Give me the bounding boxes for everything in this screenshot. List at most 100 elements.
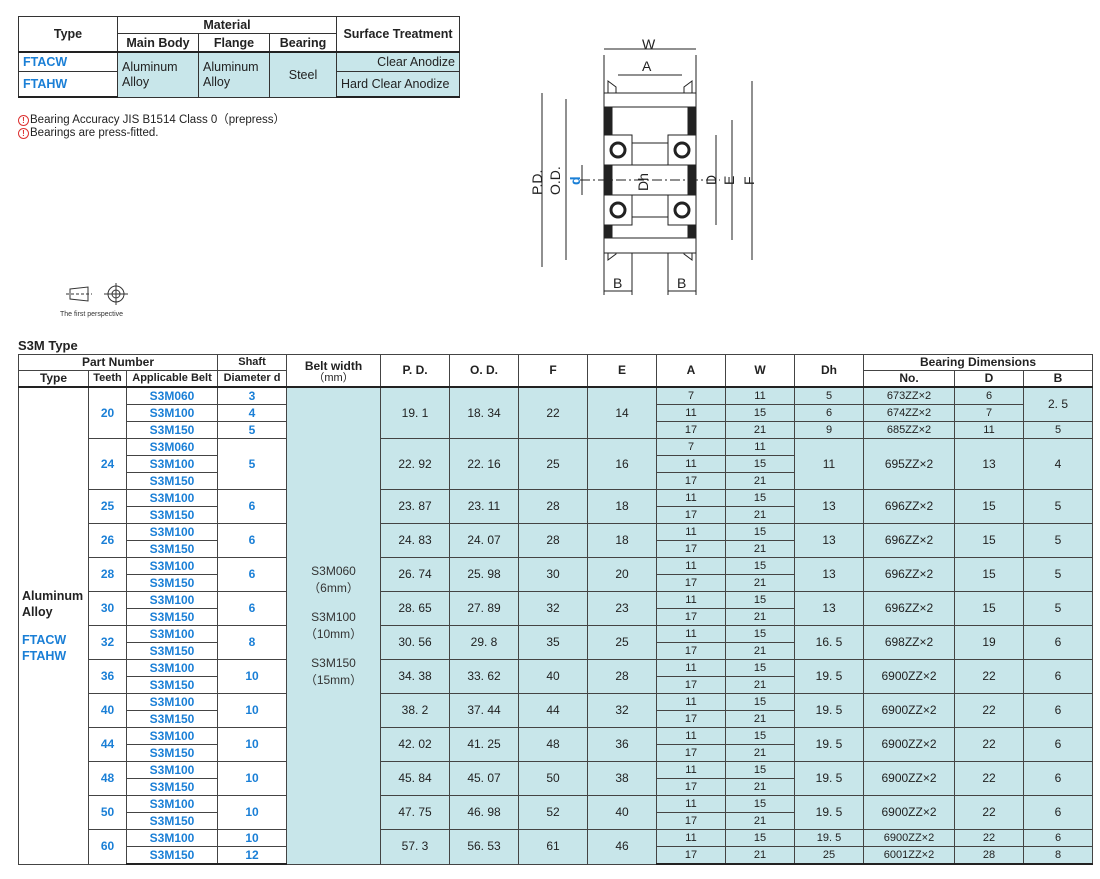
f-cell: 30 [518, 557, 588, 592]
f-cell: 44 [518, 693, 588, 728]
f-cell: 22 [518, 386, 588, 439]
bearing-b-cell: 5 [1023, 489, 1093, 524]
a-cell: 7 [656, 386, 726, 405]
f-cell: 25 [518, 438, 588, 490]
w-cell: 15 [725, 455, 795, 473]
note-bearing-accuracy: !Bearing Accuracy JIS B1514 Class 0（prep… [18, 114, 285, 127]
label-a: A [642, 58, 652, 74]
e-cell: 36 [587, 727, 657, 762]
w-cell: 15 [725, 761, 795, 779]
teeth-cell: 44 [88, 727, 127, 762]
w-cell: 21 [725, 676, 795, 694]
a-cell: 11 [656, 557, 726, 575]
shaft-diameter-cell: 10 [217, 693, 287, 728]
od-cell: 25. 98 [449, 557, 519, 592]
applicable-belt-cell: S3M100 [126, 455, 218, 473]
f-cell: 28 [518, 489, 588, 524]
s3m-spec-table: Part Number Shaft Belt width（mm） P. D. O… [18, 354, 1093, 865]
od-cell: 45. 07 [449, 761, 519, 796]
dh-cell: 13 [794, 591, 864, 626]
warning-icon: ! [18, 128, 29, 139]
w-cell: 21 [725, 812, 795, 830]
od-cell: 41. 25 [449, 727, 519, 762]
applicable-belt-cell: S3M150 [126, 812, 218, 830]
teeth-cell: 36 [88, 659, 127, 694]
pd-cell: 22. 92 [380, 438, 450, 490]
f-cell: 52 [518, 795, 588, 830]
dh-cell: 19. 5 [794, 761, 864, 796]
a-cell: 11 [656, 727, 726, 745]
header-teeth: Teeth [88, 370, 127, 388]
a-cell: 17 [656, 778, 726, 796]
bearing-no-cell: 6900ZZ×2 [863, 761, 955, 796]
dh-cell: 9 [794, 421, 864, 439]
bearing-d-cell: 22 [954, 693, 1024, 728]
shaft-diameter-cell: 4 [217, 404, 287, 422]
bearing-b-cell: 5 [1023, 523, 1093, 558]
first-perspective-icon [66, 283, 128, 305]
f-cell: 35 [518, 625, 588, 660]
bearing-no-cell: 696ZZ×2 [863, 523, 955, 558]
bearing-d-cell: 22 [954, 727, 1024, 762]
w-cell: 15 [725, 404, 795, 422]
f-cell: 48 [518, 727, 588, 762]
w-cell: 15 [725, 693, 795, 711]
bearing-b-cell: 6 [1023, 693, 1093, 728]
f-cell: 28 [518, 523, 588, 558]
bearing-b-cell: 6 [1023, 659, 1093, 694]
shaft-diameter-cell: 10 [217, 795, 287, 830]
label-dh: Dh [635, 173, 651, 191]
header-belt-width: Belt width（mm） [286, 354, 381, 388]
applicable-belt-cell: S3M100 [126, 761, 218, 779]
a-cell: 17 [656, 812, 726, 830]
w-cell: 15 [725, 557, 795, 575]
dh-cell: 13 [794, 523, 864, 558]
applicable-belt-cell: S3M150 [126, 540, 218, 558]
applicable-belt-cell: S3M150 [126, 642, 218, 660]
header-flange: Flange [198, 33, 270, 53]
teeth-cell: 48 [88, 761, 127, 796]
bearing-no-cell: 685ZZ×2 [863, 421, 955, 439]
a-cell: 17 [656, 710, 726, 728]
w-cell: 15 [725, 795, 795, 813]
od-cell: 29. 8 [449, 625, 519, 660]
bearing-b-cell: 5 [1023, 591, 1093, 626]
applicable-belt-cell: S3M100 [126, 625, 218, 643]
a-cell: 11 [656, 625, 726, 643]
header-part-number: Part Number [18, 354, 218, 371]
header-pd: P. D. [380, 354, 450, 388]
bearing-no-cell: 6900ZZ×2 [863, 693, 955, 728]
e-cell: 40 [587, 795, 657, 830]
dh-cell: 5 [794, 386, 864, 405]
e-cell: 28 [587, 659, 657, 694]
a-cell: 11 [656, 523, 726, 541]
bearing-no-cell: 696ZZ×2 [863, 489, 955, 524]
w-cell: 21 [725, 421, 795, 439]
od-cell: 33. 62 [449, 659, 519, 694]
teeth-cell: 50 [88, 795, 127, 830]
shaft-diameter-cell: 5 [217, 438, 287, 490]
w-cell: 21 [725, 608, 795, 626]
bearing-b-cell: 5 [1023, 557, 1093, 592]
section-title: S3M Type [18, 338, 78, 353]
dh-cell: 19. 5 [794, 727, 864, 762]
shaft-diameter-cell: 3 [217, 386, 287, 405]
header-type: Type [18, 370, 89, 388]
teeth-cell: 40 [88, 693, 127, 728]
bearing-b-cell: 4 [1023, 438, 1093, 490]
bearing-no-cell: 6001ZZ×2 [863, 846, 955, 865]
applicable-belt-cell: S3M100 [126, 523, 218, 541]
f-cell: 61 [518, 829, 588, 865]
a-cell: 11 [656, 761, 726, 779]
header-material: Material [117, 16, 337, 34]
teeth-cell: 60 [88, 829, 127, 865]
bearing-b-cell: 6 [1023, 761, 1093, 796]
